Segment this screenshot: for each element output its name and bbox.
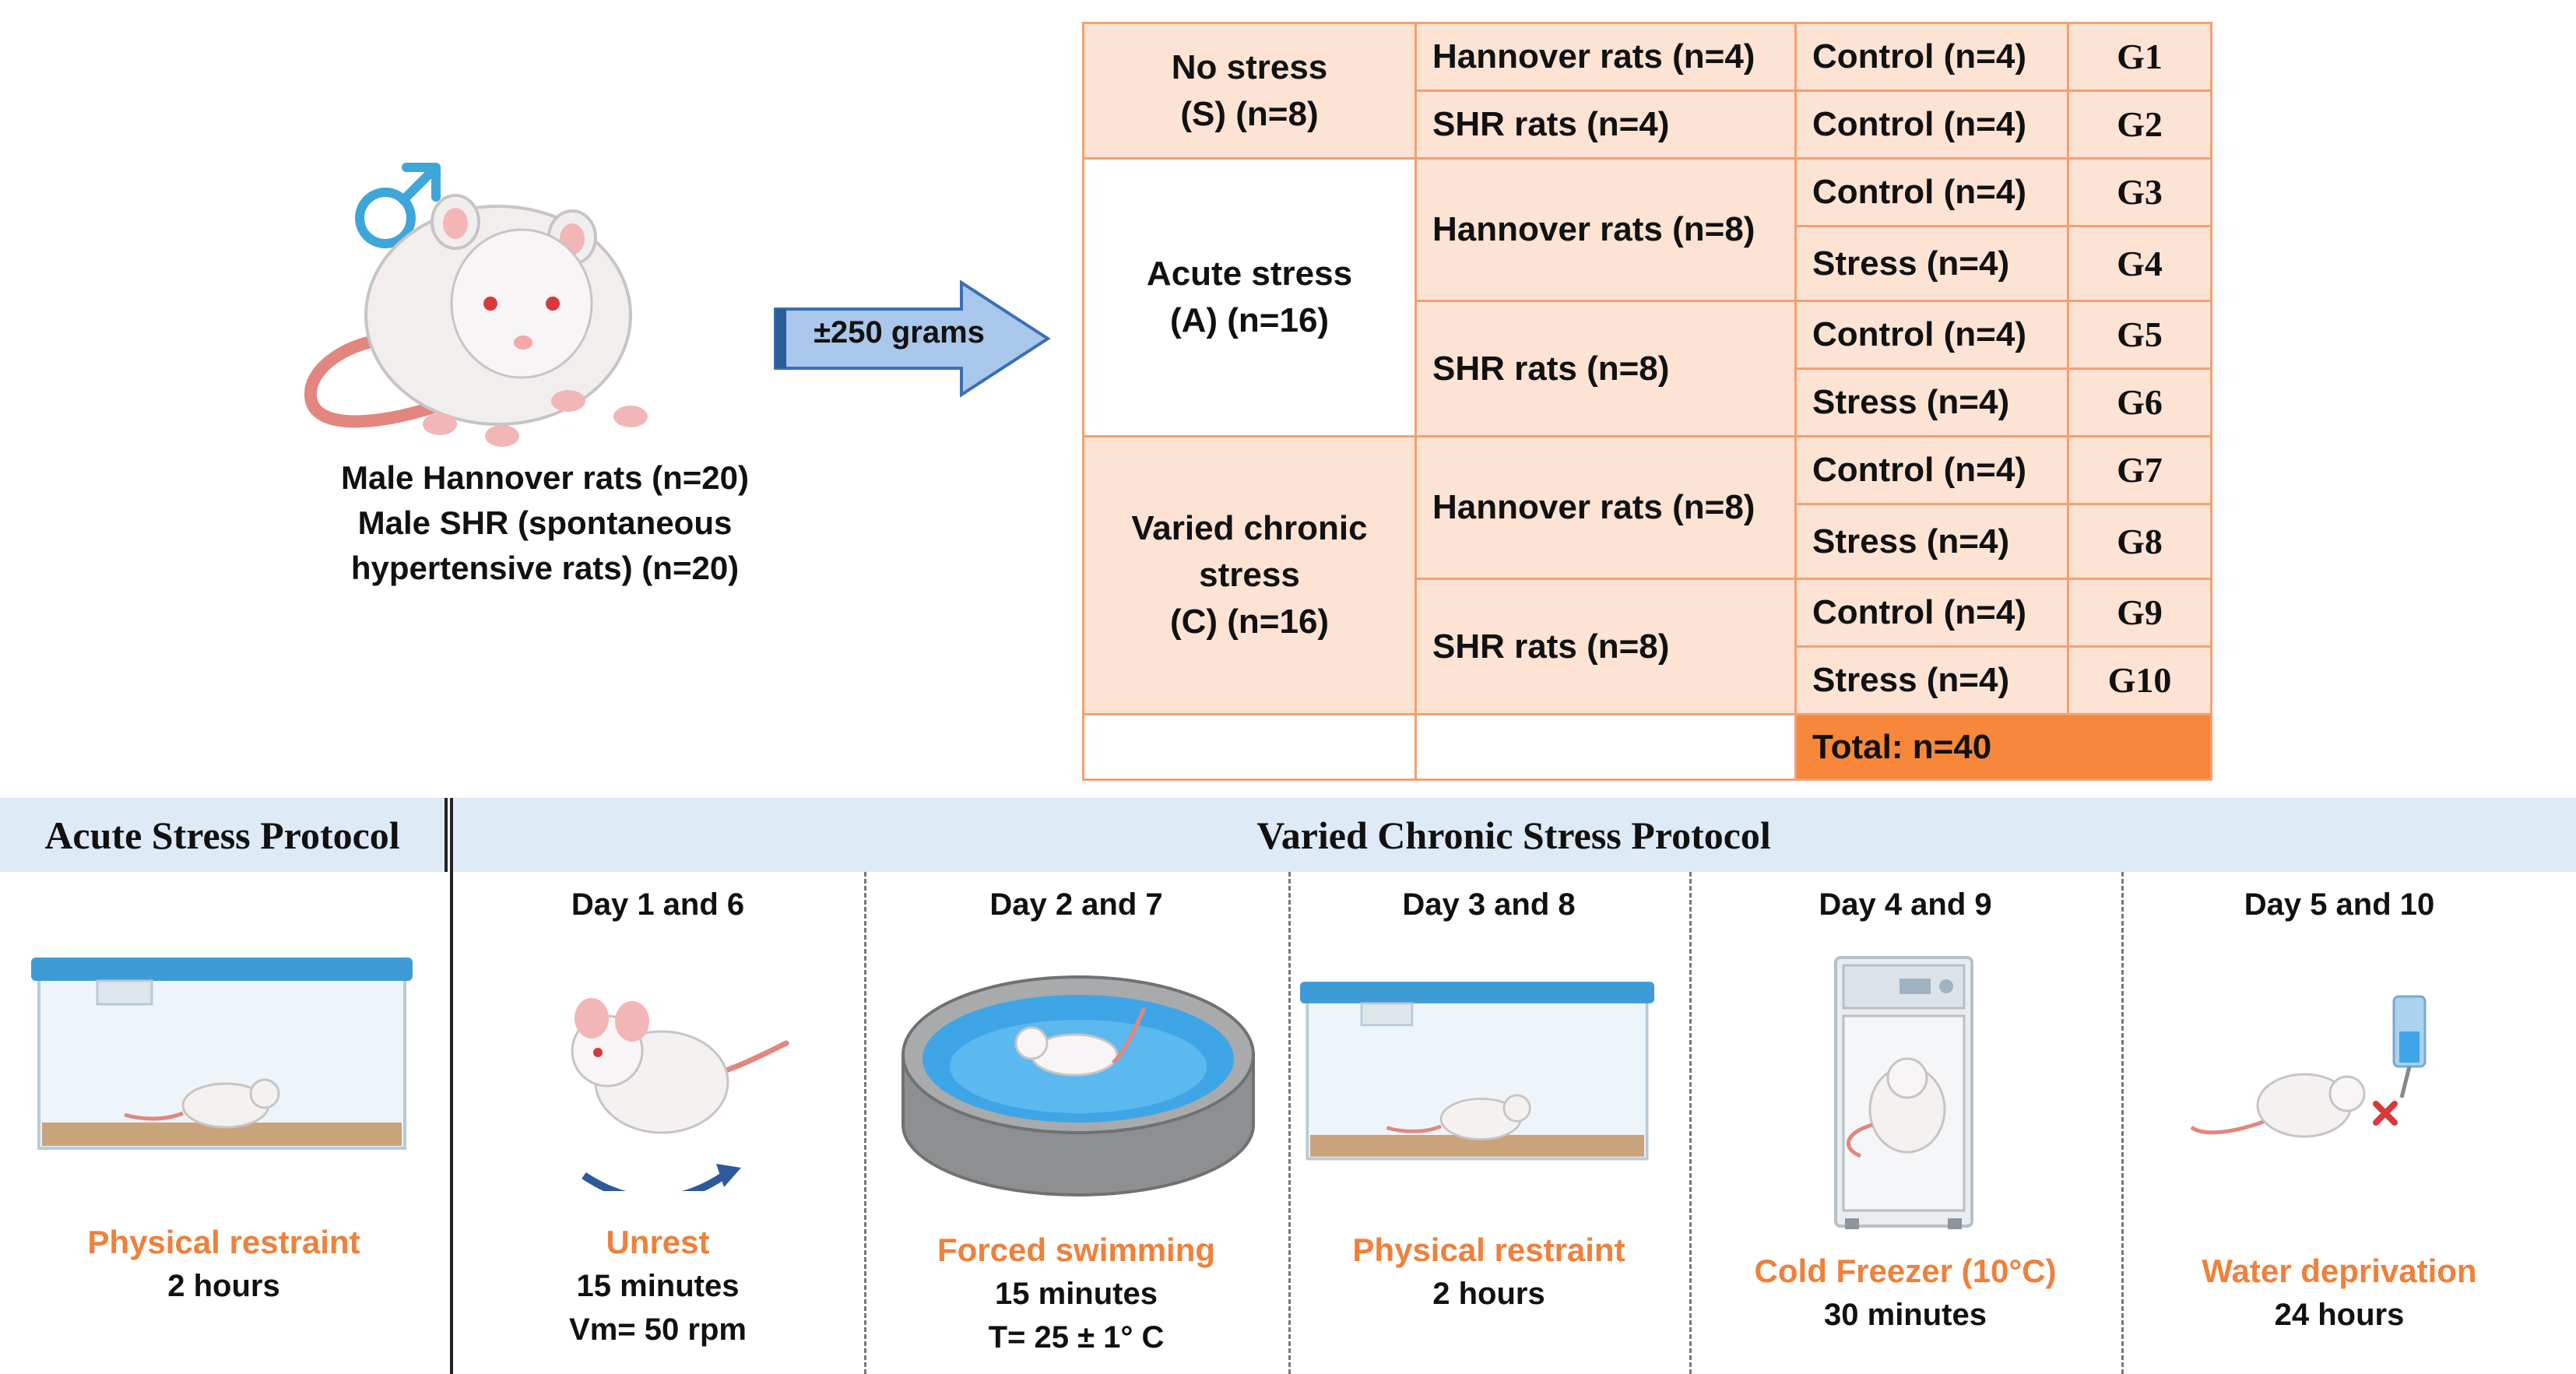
strain-cell: SHR rats (n=4): [1415, 90, 1797, 160]
stress-name: Forced swimming: [937, 1232, 1216, 1268]
swimming-caption: Forced swimming 15 minutes T= 25 ± 1° C: [864, 1228, 1288, 1359]
stress-name: Physical restraint: [1352, 1232, 1625, 1268]
strain-cell: SHR rats (n=8): [1415, 300, 1797, 438]
restraint-caption: Physical restraint 2 hours: [1288, 1228, 1689, 1316]
strain-cell: Hannover rats (n=8): [1415, 435, 1797, 580]
swimming-pool-icon: [901, 975, 1255, 1197]
stress-detail: 15 minutes: [576, 1269, 740, 1303]
stress-name: Unrest: [606, 1224, 710, 1260]
chronic-protocol-title: Varied Chronic Stress Protocol: [452, 798, 2576, 872]
male-symbol-icon: [355, 163, 441, 248]
rat-illustration-icon: [304, 194, 648, 447]
treatment-cell: Stress (n=4): [1794, 367, 2069, 438]
treatment-cell: Control (n=4): [1794, 90, 2069, 160]
treatment-cell: Stress (n=4): [1794, 225, 2069, 302]
empty-cell: [1082, 713, 1417, 781]
stress-name: Water deprivation: [2202, 1253, 2477, 1289]
group-cell: G6: [2067, 367, 2212, 438]
day-label: Day 3 and 8: [1402, 887, 1576, 922]
weight-arrow-icon: [774, 279, 1051, 398]
restraint-cage-icon: [1300, 982, 1654, 1161]
acute-protocol-title: Acute Stress Protocol: [0, 798, 448, 872]
unrest-rat-icon: [571, 998, 789, 1191]
condition-text: (S) (n=8): [1180, 94, 1319, 133]
stress-detail: 2 hours: [1432, 1277, 1545, 1311]
condition-text: No stress: [1171, 47, 1328, 86]
stress-detail: T= 25 ± 1° C: [988, 1320, 1165, 1355]
weight-label: ±250 grams: [814, 315, 985, 350]
condition-acute-stress: Acute stress (A) (n=16): [1082, 157, 1417, 438]
column-divider: [864, 872, 866, 1374]
stress-detail: 24 hours: [2274, 1298, 2405, 1332]
treatment-cell: Control (n=4): [1794, 435, 2069, 505]
groups-table: No stress (S) (n=8) Acute stress (A) (n=…: [1082, 22, 2212, 781]
day-label: Day 4 and 9: [1819, 887, 1992, 922]
restraint-cage-icon: [31, 958, 413, 1150]
freezer-icon: [1834, 956, 1973, 1229]
subjects-line-3: hypertensive rats) (n=20): [350, 550, 740, 586]
strain-cell: Hannover rats (n=8): [1415, 157, 1797, 302]
condition-text: Acute stress: [1146, 255, 1353, 293]
group-cell: G3: [2067, 157, 2212, 227]
stress-detail: Vm= 50 rpm: [569, 1313, 747, 1347]
group-cell: G4: [2067, 225, 2212, 302]
stress-detail: 30 minutes: [1824, 1298, 1987, 1332]
group-cell: G7: [2067, 435, 2212, 505]
strain-cell: Hannover rats (n=4): [1415, 22, 1797, 92]
condition-text: Varied chronic: [1131, 509, 1368, 547]
group-cell: G1: [2067, 22, 2212, 92]
stress-name: Physical restraint: [87, 1224, 360, 1260]
group-cell: G10: [2067, 645, 2212, 715]
treatment-cell: Control (n=4): [1794, 578, 2069, 648]
condition-varied-chronic-stress: Varied chronic stress (C) (n=16): [1082, 435, 1417, 715]
treatment-cell: Control (n=4): [1794, 22, 2069, 92]
strain-cell: SHR rats (n=8): [1415, 578, 1797, 715]
group-cell: G5: [2067, 300, 2212, 370]
subjects-line-2: Male SHR (spontaneous: [357, 504, 733, 541]
condition-text: stress: [1199, 556, 1300, 594]
group-cell: G9: [2067, 578, 2212, 648]
condition-text: (C) (n=16): [1169, 603, 1330, 641]
column-divider: [2121, 872, 2124, 1374]
section-divider: [450, 798, 453, 1374]
water-caption: Water deprivation 24 hours: [2121, 1249, 2557, 1337]
freezer-caption: Cold Freezer (10°C) 30 minutes: [1689, 1249, 2121, 1337]
treatment-cell: Stress (n=4): [1794, 503, 2069, 580]
unrest-caption: Unrest 15 minutes Vm= 50 rpm: [452, 1221, 864, 1351]
stress-detail: 2 hours: [167, 1269, 280, 1303]
day-label: Day 5 and 10: [2244, 887, 2435, 922]
subjects-line-1: Male Hannover rats (n=20): [340, 459, 749, 496]
condition-no-stress: No stress (S) (n=8): [1082, 22, 1417, 160]
condition-text: (A) (n=16): [1169, 301, 1330, 339]
group-cell: G2: [2067, 90, 2212, 160]
acute-caption: Physical restraint 2 hours: [0, 1221, 448, 1308]
day-label: Day 2 and 7: [989, 887, 1163, 922]
total-cell: Total: n=40: [1794, 713, 2212, 781]
water-deprivation-icon: [2190, 995, 2427, 1138]
treatment-cell: Control (n=4): [1794, 300, 2069, 370]
empty-cell: [1415, 713, 1797, 781]
column-divider: [1689, 872, 1692, 1374]
treatment-cell: Control (n=4): [1794, 157, 2069, 227]
stress-detail: 15 minutes: [995, 1277, 1158, 1311]
treatment-cell: Stress (n=4): [1794, 645, 2069, 715]
column-divider: [1288, 872, 1291, 1374]
group-cell: G8: [2067, 503, 2212, 580]
day-label: Day 1 and 6: [571, 887, 745, 922]
stress-name: Cold Freezer (10°C): [1754, 1253, 2057, 1289]
